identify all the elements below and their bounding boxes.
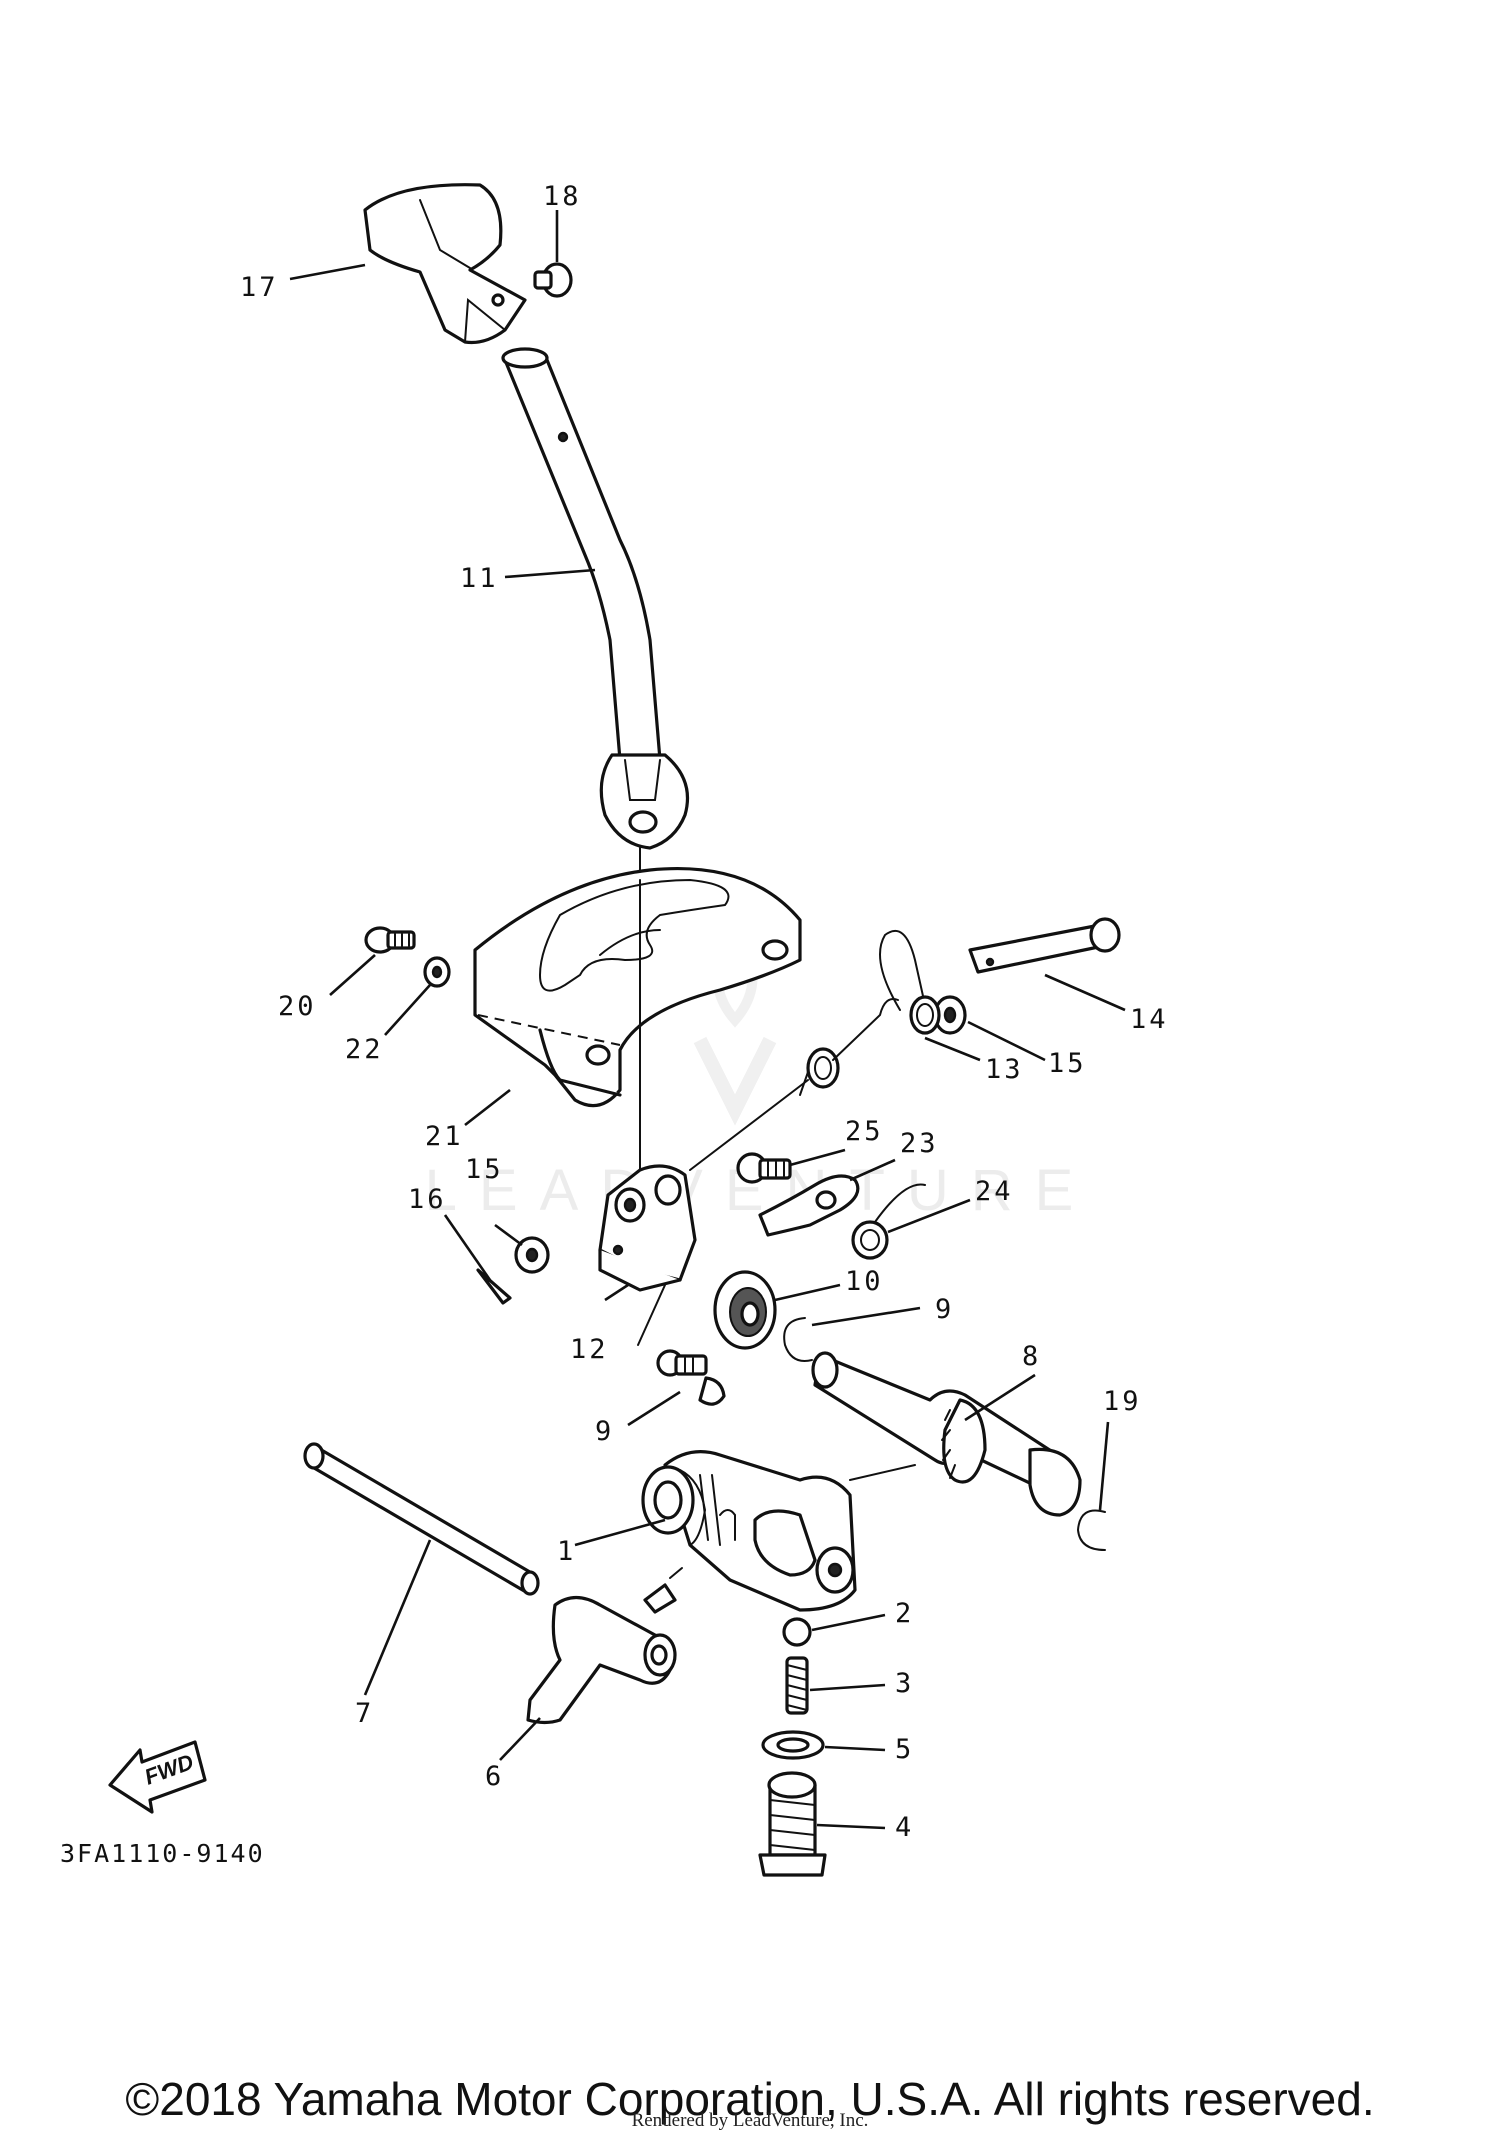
leader-20 bbox=[329, 954, 376, 996]
part-17-knob bbox=[363, 183, 527, 345]
part-10-oil-seal bbox=[713, 1270, 777, 1350]
callout-5: 5 bbox=[895, 1734, 914, 1765]
part-2-ball bbox=[782, 1617, 812, 1647]
callout-8: 8 bbox=[1022, 1341, 1041, 1372]
callout-24: 24 bbox=[975, 1176, 1014, 1207]
part-4-plug bbox=[758, 1771, 827, 1877]
part-6-shift-fork bbox=[526, 1567, 683, 1725]
leader-14 bbox=[1044, 973, 1126, 1012]
callout-9-upper: 9 bbox=[935, 1294, 954, 1325]
part-11-shift-lever bbox=[501, 347, 690, 850]
leader-17 bbox=[289, 263, 366, 281]
callout-16: 16 bbox=[408, 1184, 447, 1215]
leader-6 bbox=[499, 1717, 541, 1761]
part-8-shift-shaft bbox=[811, 1351, 1082, 1517]
rendered-by-credit: Rendered by LeadVenture, Inc. bbox=[631, 2110, 869, 2131]
part-14-pin bbox=[968, 917, 1121, 974]
part-7-guide-bar bbox=[303, 1442, 540, 1596]
leader-5 bbox=[824, 1745, 886, 1752]
leader-22 bbox=[384, 984, 431, 1036]
callout-1: 1 bbox=[557, 1536, 576, 1567]
leader-3 bbox=[809, 1683, 886, 1692]
callout-23: 23 bbox=[900, 1128, 939, 1159]
callout-7: 7 bbox=[355, 1698, 374, 1729]
copyright-notice: ©2018 Yamaha Motor Corporation, U.S.A. A… bbox=[125, 2073, 1375, 2125]
leader-11 bbox=[504, 568, 596, 579]
leader-4 bbox=[816, 1823, 886, 1830]
part-1-shift-drum bbox=[641, 1450, 857, 1612]
part-23-stopper-lever bbox=[758, 1174, 860, 1237]
callout-15-left: 15 bbox=[465, 1154, 504, 1185]
leader-10 bbox=[774, 1283, 841, 1302]
leader-15-right bbox=[967, 1020, 1046, 1062]
leader-2 bbox=[811, 1613, 886, 1632]
callout-9-lower: 19 bbox=[1103, 1386, 1142, 1417]
part-13-spring bbox=[799, 929, 941, 1096]
leader-7 bbox=[363, 1539, 432, 1696]
leader-12 bbox=[604, 1283, 629, 1302]
part-25-bolt bbox=[736, 1152, 792, 1184]
leader-1 bbox=[574, 1518, 666, 1547]
part-24-spring bbox=[851, 1183, 926, 1260]
callout-15-right: 15 bbox=[1048, 1048, 1087, 1079]
leader-8-1 bbox=[849, 1464, 916, 1481]
callout-19: 9 bbox=[595, 1416, 614, 1447]
leader-13 bbox=[924, 1036, 981, 1062]
part-22-washer bbox=[423, 956, 451, 988]
diagram-code: 3FA1110-9140 bbox=[60, 1839, 265, 1868]
callout-25: 25 bbox=[845, 1116, 884, 1147]
part-3-spring bbox=[785, 1656, 809, 1715]
leader-8 bbox=[964, 1373, 1036, 1422]
callout-17: 17 bbox=[240, 272, 279, 303]
leader-21 bbox=[464, 1088, 511, 1127]
callout-4: 4 bbox=[895, 1812, 914, 1843]
part-19-bolt bbox=[656, 1349, 726, 1406]
part-18-screw bbox=[533, 262, 573, 298]
leader-23 bbox=[849, 1158, 896, 1182]
callout-20: 20 bbox=[278, 991, 317, 1022]
leader-12-19 bbox=[637, 1284, 666, 1346]
leader-13-12 bbox=[689, 1079, 809, 1171]
part-15-washer-left bbox=[514, 1236, 550, 1274]
callout-11: 11 bbox=[460, 563, 499, 594]
fwd-arrow-icon: FWD bbox=[108, 1740, 207, 1814]
callout-22: 22 bbox=[345, 1034, 384, 1065]
part-21-shift-guide bbox=[473, 866, 802, 1108]
part-12-shift-arm bbox=[598, 1164, 697, 1292]
callout-12: 12 bbox=[570, 1334, 609, 1365]
callout-6: 6 bbox=[485, 1761, 504, 1792]
leader-24 bbox=[887, 1198, 971, 1234]
leader-25 bbox=[789, 1148, 846, 1167]
callout-21: 21 bbox=[425, 1121, 464, 1152]
part-9-circlip-upper bbox=[783, 1317, 813, 1362]
callout-13: 13 bbox=[985, 1054, 1024, 1085]
callout-18: 18 bbox=[543, 181, 582, 212]
part-20-bolt bbox=[364, 926, 416, 954]
part-16-cotter-pin bbox=[476, 1268, 512, 1305]
callout-10: 10 bbox=[845, 1266, 884, 1297]
leader-9-lower bbox=[1098, 1421, 1110, 1511]
part-5-washer bbox=[761, 1730, 825, 1760]
leader-9-upper bbox=[811, 1306, 921, 1327]
leader-15-left bbox=[494, 1223, 523, 1247]
callout-2: 2 bbox=[895, 1598, 914, 1629]
leader-19 bbox=[627, 1390, 681, 1427]
leader-16 bbox=[443, 1214, 492, 1281]
callout-3: 3 bbox=[895, 1668, 914, 1699]
part-9-circlip-lower bbox=[1076, 1509, 1106, 1551]
callout-14: 14 bbox=[1130, 1004, 1169, 1035]
